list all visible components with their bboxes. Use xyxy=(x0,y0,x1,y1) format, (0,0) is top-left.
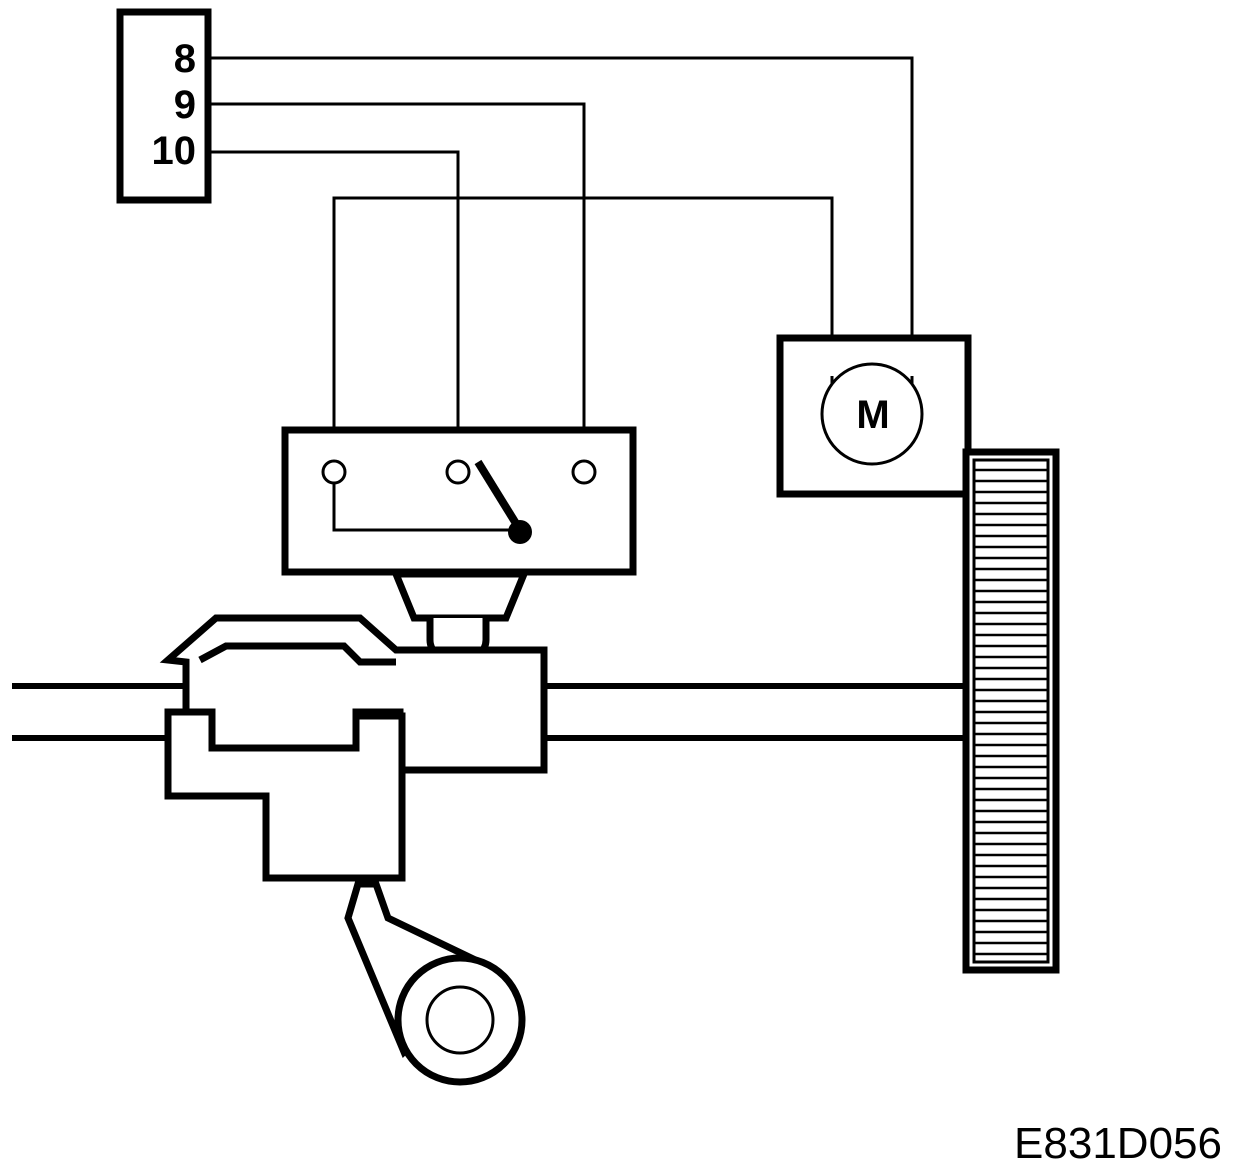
connector-pin-8: 8 xyxy=(174,37,196,81)
wire-pin-10-to-switch xyxy=(210,150,460,462)
switch-contact-arm xyxy=(474,459,524,533)
switch-terminal-common xyxy=(321,459,347,485)
switch-internal-wire xyxy=(332,484,520,532)
motor-symbol xyxy=(820,362,924,466)
switch-terminal-no xyxy=(571,459,597,485)
figure-code: E831D056 xyxy=(1014,1119,1222,1168)
connector-body xyxy=(116,8,212,204)
shafts xyxy=(12,683,966,741)
wire-pin-9-to-switch xyxy=(210,102,586,462)
motor: M xyxy=(776,334,972,498)
gear-teeth xyxy=(974,468,1048,956)
connector-pin-10: 10 xyxy=(152,129,197,173)
connector-pin-9: 9 xyxy=(174,83,196,127)
motor-label: M xyxy=(856,393,889,437)
cam-ramp-edge xyxy=(198,642,396,666)
gear xyxy=(962,448,1060,974)
cam-lower-body xyxy=(164,708,406,882)
switch-plunger-housing xyxy=(390,570,530,622)
wire-pin-8-to-motor xyxy=(210,56,914,378)
wire-switch-to-motor xyxy=(332,196,834,462)
connector: 8 9 10 xyxy=(116,8,212,204)
wires xyxy=(210,56,914,462)
switch-terminal-nc xyxy=(445,459,471,485)
lever xyxy=(344,880,526,1086)
microswitch-body xyxy=(281,426,637,576)
switch-pivot xyxy=(508,520,532,544)
lever-wheel-hub xyxy=(425,985,495,1055)
microswitch xyxy=(281,426,637,666)
cam-assembly xyxy=(159,614,548,882)
